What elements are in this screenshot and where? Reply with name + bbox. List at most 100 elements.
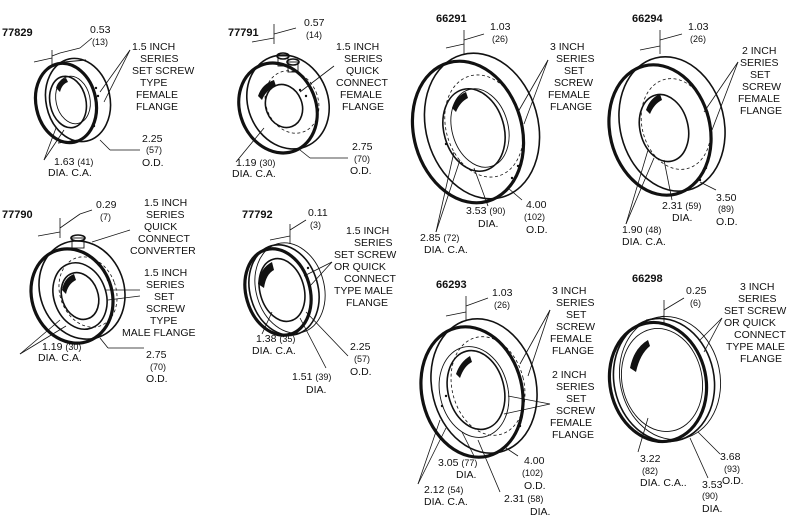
thickness-mm: (6) — [690, 298, 701, 308]
thickness-mm: (14) — [306, 30, 322, 40]
od-value: 4.00 — [524, 455, 545, 467]
ca-value: 2.12 (54) — [424, 484, 463, 496]
dia-mm: (90) — [702, 491, 718, 501]
od-label: O.D. — [524, 480, 546, 492]
flange-77791 — [237, 52, 331, 155]
ca-label: DIA. C.A.. — [640, 477, 687, 489]
flange-77829 — [33, 57, 112, 145]
thickness-mm: (3) — [310, 220, 321, 230]
od-mm: (57) — [146, 145, 162, 155]
od-value: 2.75 — [146, 349, 167, 361]
od-value: 2.25 — [350, 341, 371, 353]
od-mm: (89) — [718, 204, 734, 214]
od-mm: (102) — [524, 212, 545, 222]
od-label: O.D. — [146, 373, 168, 385]
ca-label: DIA. C.A. — [232, 168, 276, 180]
od-label: O.D. — [350, 366, 372, 378]
od-mm: (57) — [354, 354, 370, 364]
dia2-label: DIA. — [530, 506, 550, 518]
od-value: 2.25 — [142, 133, 163, 145]
ca-value: 1.90 (48) — [622, 224, 661, 236]
part-description: 1.5 INCH SERIES SET SCREW TYPE FEMALE FL… — [132, 41, 197, 113]
od-label: O.D. — [716, 216, 738, 228]
ca-value: 1.19 (30) — [42, 341, 81, 353]
ca-value: 1.63 (41) — [54, 156, 93, 168]
part-66294: 66294 1.03 (26) 2 INCH SERIES SET SCREW … — [607, 13, 784, 248]
part-id: 66293 — [436, 279, 467, 291]
thickness-value: 0.25 — [686, 285, 707, 297]
part-description: 3 INCH SERIES SET SCREW OR QUICK CONNECT… — [724, 281, 789, 365]
flange-77790 — [29, 234, 126, 345]
od-value: 4.00 — [526, 199, 547, 211]
part-id: 66294 — [632, 13, 663, 25]
dia-label: DIA. — [306, 384, 326, 396]
dia-value: 3.53 (90) — [466, 205, 505, 217]
part-description: 3 INCH SERIES SET SCREW FEMALE FLANGE — [548, 41, 597, 113]
ca-value: 2.85 (72) — [420, 232, 459, 244]
ca-label: DIA. C.A. — [424, 244, 468, 256]
od-label: O.D. — [350, 165, 372, 177]
part-66291: 66291 1.03 (26) 3 INCH SERIES SET SCREW … — [410, 13, 597, 256]
thickness-mm: (26) — [690, 34, 706, 44]
flange-66293 — [419, 318, 538, 459]
dia-value: 3.53 — [702, 479, 723, 491]
od-value: 2.75 — [352, 141, 373, 153]
part-id: 77829 — [2, 27, 33, 39]
flange-66298 — [607, 316, 722, 444]
ca-label: DIA. C.A. — [622, 236, 666, 248]
part-id: 77791 — [228, 27, 259, 39]
thickness-mm: (7) — [100, 212, 111, 222]
od-label: O.D. — [142, 157, 164, 169]
od-label: O.D. — [526, 224, 548, 236]
ca-label: DIA. C.A. — [38, 352, 82, 364]
thickness-value: 1.03 — [490, 21, 511, 33]
part-description-secondary: 1.5 INCH SERIES SET SCREW TYPE MALE FLAN… — [122, 267, 196, 339]
ca-label: DIA. C.A. — [48, 167, 92, 179]
dia-label: DIA. — [456, 469, 476, 481]
part-77790: 77790 0.29 (7) 1.5 INCH SERIES QUICK CON… — [2, 197, 196, 385]
thickness-value: 0.57 — [304, 17, 325, 29]
od-mm: (70) — [354, 154, 370, 164]
dia-label: DIA. — [702, 503, 722, 515]
od-mm: (70) — [150, 362, 166, 372]
part-66298: 66298 0.25 (6) 3 INCH SERIES SET SCREW O… — [607, 273, 789, 515]
dia-value: 1.51 (39) — [292, 371, 331, 383]
thickness-value: 1.03 — [688, 21, 709, 33]
part-description: 1.5 INCH SERIES QUICK CONNECT FEMALE FLA… — [336, 41, 391, 113]
od-label: O.D. — [722, 475, 744, 487]
flange-66294 — [607, 56, 726, 197]
thickness-mm: (26) — [492, 34, 508, 44]
part-description: 1.5 INCH SERIES SET SCREW OR QUICK CONNE… — [334, 225, 399, 309]
flange-66291 — [410, 52, 541, 205]
thickness-mm: (13) — [92, 37, 108, 47]
ca-label: DIA. C.A. — [252, 345, 296, 357]
part-77829: 77829 0.53 (13) 1.5 INCH SERIES SET SCRE… — [2, 24, 197, 179]
part-id: 77790 — [2, 209, 33, 221]
ca-value: 1.19 (30) — [236, 157, 275, 169]
od-value: 3.68 — [720, 451, 741, 463]
thickness-mm: (26) — [494, 300, 510, 310]
part-description: 3 INCH SERIES SET SCREW FEMALE FLANGE — [550, 285, 598, 357]
part-description-secondary: 2 INCH SERIES SET SCREW FEMALE FLANGE — [550, 369, 598, 441]
od-mm: (102) — [522, 468, 543, 478]
dia-label: DIA. — [672, 212, 692, 224]
ca-label: DIA. C.A. — [424, 496, 468, 508]
part-66293: 66293 1.03 (26) 3 INCH SERIES SET SCREW … — [417, 279, 598, 518]
flange-77792 — [243, 242, 326, 337]
ca-value: 1.38 (35) — [256, 333, 295, 345]
dia-value: 3.05 (77) — [438, 457, 477, 469]
od-value: 3.50 — [716, 192, 737, 204]
thickness-value: 0.11 — [308, 207, 328, 219]
part-id: 77792 — [242, 209, 273, 221]
ca-mm: (82) — [642, 466, 658, 476]
thickness-value: 0.53 — [90, 24, 111, 36]
part-description: 2 INCH SERIES SET SCREW FEMALE FLANGE — [738, 45, 784, 117]
od-mm: (93) — [724, 464, 740, 474]
dia-value: 2.31 (59) — [662, 200, 701, 212]
ca-value: 3.22 — [640, 453, 661, 465]
part-77792: 77792 0.11 (3) 1.5 INCH SERIES SET SCREW… — [242, 207, 399, 396]
thickness-value: 0.29 — [96, 199, 117, 211]
part-id: 66291 — [436, 13, 467, 25]
dia2-value: 2.31 (58) — [504, 493, 543, 505]
part-description: 1.5 INCH SERIES QUICK CONNECT CONVERTER — [130, 197, 196, 257]
